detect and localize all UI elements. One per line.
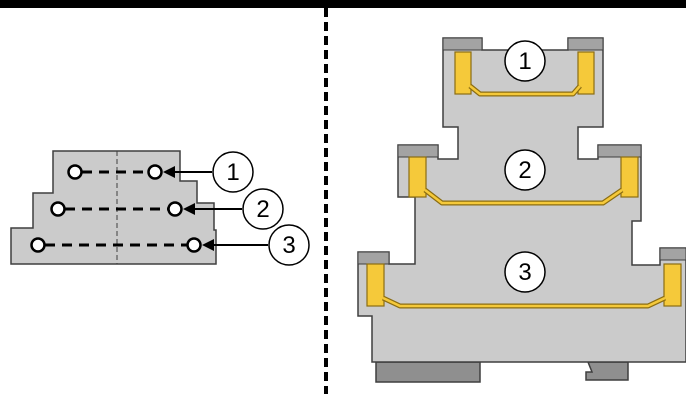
contact-3-right — [663, 263, 682, 307]
clip-top-right — [567, 37, 604, 51]
callout-label-3: 3 — [518, 259, 531, 286]
cross-section-housing — [357, 37, 686, 363]
callout-2 — [504, 149, 546, 191]
callout-label-1: 1 — [518, 48, 531, 75]
schematic-level-3: 3 — [30, 224, 310, 266]
schematic-callout-2 — [242, 188, 284, 230]
clip-mid-right — [597, 144, 642, 158]
schematic-arrowhead-2 — [183, 203, 195, 215]
schematic-terminal-1-right — [147, 164, 163, 180]
contact-1-right — [577, 51, 595, 95]
cross-section-level-2: 2 — [408, 149, 639, 206]
cross-section-level-3: 3 — [366, 251, 682, 309]
schematic-callout-3 — [268, 224, 310, 266]
schematic-housing — [10, 150, 217, 265]
schematic-arrowhead-1 — [163, 166, 175, 178]
clip-low-right — [659, 247, 686, 261]
contact-1-left — [454, 51, 472, 95]
schematic-view: 1 2 3 — [10, 150, 310, 266]
schematic-callout-label-2: 2 — [256, 196, 269, 223]
schematic-level-2: 2 — [50, 188, 284, 230]
contact-2-left — [408, 156, 427, 198]
cross-section-view: 1 2 3 — [357, 37, 686, 383]
callout-3 — [504, 251, 546, 293]
callout-1 — [504, 40, 546, 82]
schematic-terminal-3-right — [186, 237, 202, 253]
cross-section-level-1: 1 — [454, 40, 595, 97]
schematic-arrowhead-3 — [202, 239, 214, 251]
schematic-callout-label-1: 1 — [226, 159, 239, 186]
schematic-terminal-1-left — [67, 164, 83, 180]
mounting-foot-right — [585, 361, 629, 381]
callout-label-2: 2 — [518, 157, 531, 184]
schematic-callout-1 — [212, 151, 254, 193]
top-border — [0, 0, 686, 8]
schematic-level-1: 1 — [67, 151, 254, 193]
schematic-terminal-3-left — [30, 237, 46, 253]
schematic-terminal-2-right — [167, 201, 183, 217]
clip-mid-left — [397, 144, 439, 158]
clip-top-left — [442, 37, 483, 51]
schematic-callout-label-3: 3 — [282, 232, 295, 259]
contact-2-right — [620, 156, 639, 198]
clip-low-left — [357, 251, 390, 265]
contact-3-left — [366, 263, 385, 307]
schematic-terminal-2-left — [50, 201, 66, 217]
mounting-foot-left — [375, 361, 481, 383]
